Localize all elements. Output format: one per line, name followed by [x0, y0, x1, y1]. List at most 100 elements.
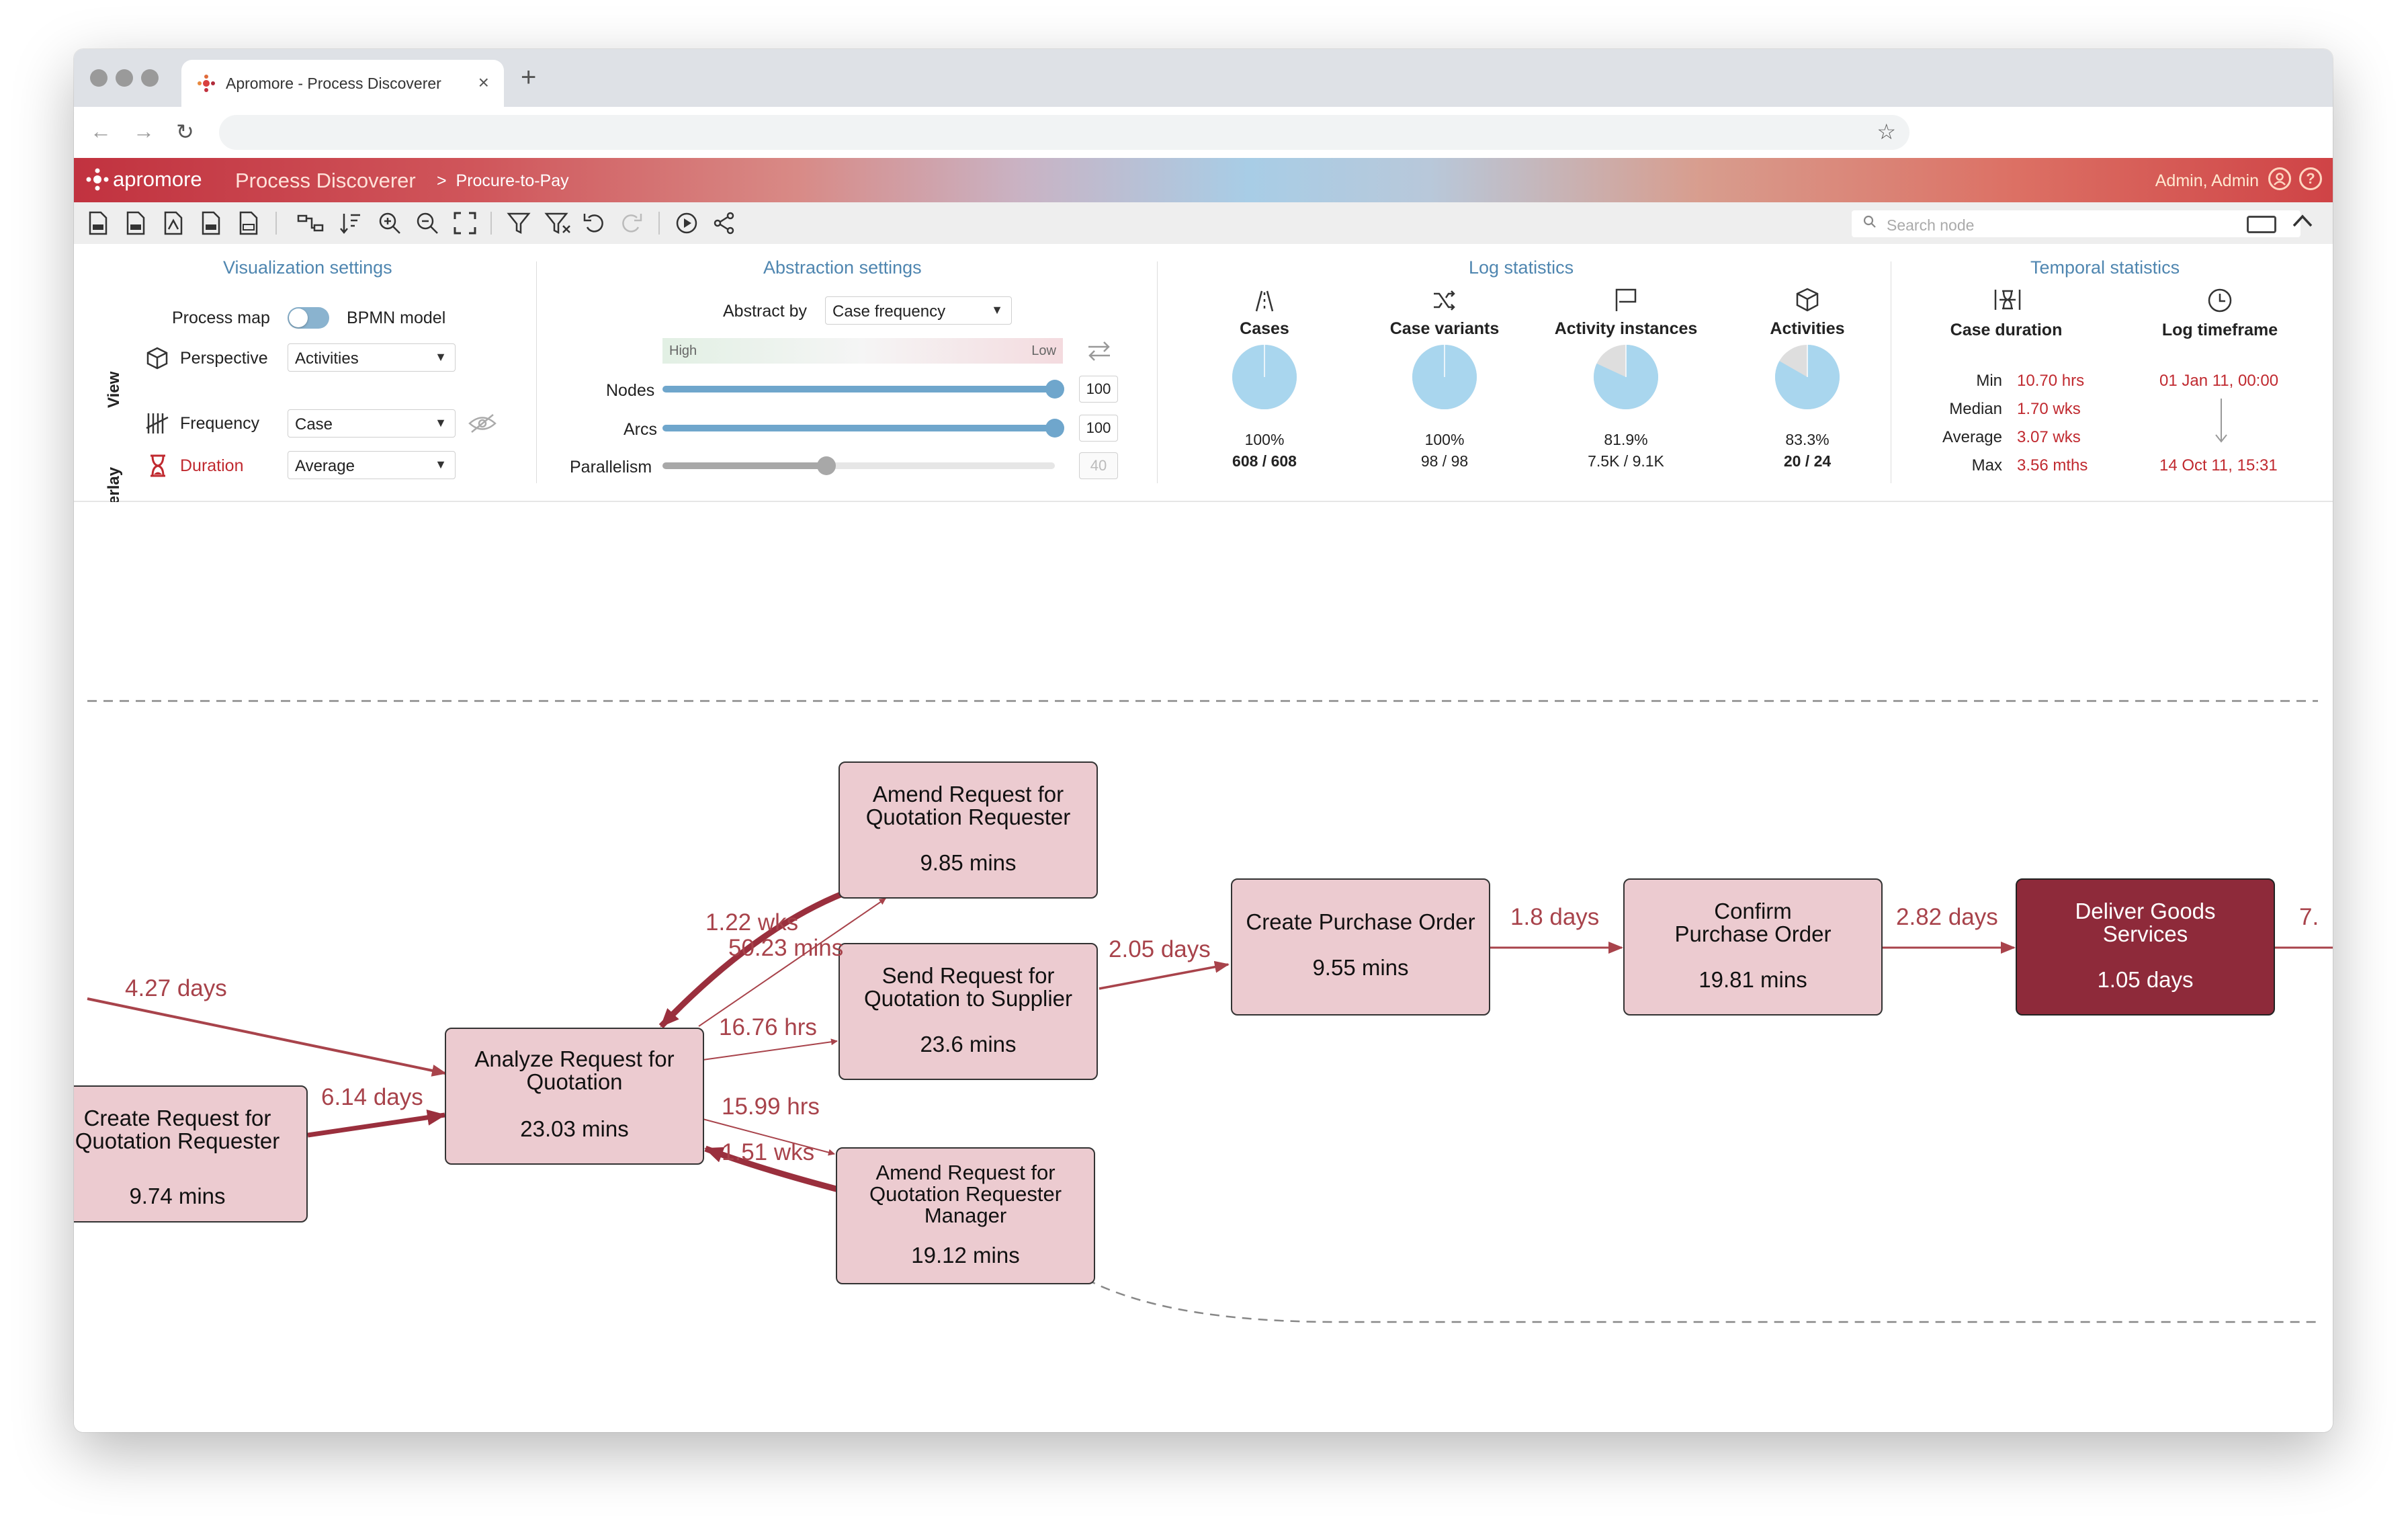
node-duration: 23.03 mins: [520, 1116, 629, 1141]
node-send-request-for-quotation-to-supplier[interactable]: Send Request for Quotation to Supplier 2…: [838, 943, 1098, 1080]
activity-instances-pie: [1594, 345, 1658, 409]
arcs-value-input[interactable]: 100: [1079, 415, 1118, 442]
duration-label[interactable]: Duration: [180, 456, 244, 475]
parallelism-label: Parallelism: [570, 458, 652, 477]
activities-count: 20 / 24: [1783, 452, 1832, 470]
case-variants-percent: 100%: [1424, 431, 1465, 448]
browser-window: Apromore - Process Discoverer × + ← → ↻ …: [74, 49, 2333, 1432]
case-variants-shuffle-icon: [1431, 288, 1458, 319]
node-analyze-request-for-quotation[interactable]: Analyze Request for Quotation 23.03 mins: [445, 1028, 704, 1165]
node-confirm-purchase-order[interactable]: Confirm Purchase Order 19.81 mins: [1623, 878, 1883, 1016]
abstract-by-value: Case frequency: [832, 302, 946, 321]
max-value: 3.56 mths: [2017, 456, 2088, 474]
bookmark-star-icon[interactable]: ☆: [1877, 120, 1896, 144]
temporal-statistics-title: Temporal statistics: [2030, 257, 2180, 278]
process-map-label[interactable]: Process map: [172, 308, 270, 327]
keyboard-shortcuts-icon[interactable]: [2247, 216, 2276, 233]
edge-6-14-days: [307, 1109, 446, 1138]
export-pdf-icon[interactable]: [160, 210, 187, 236]
forward-icon[interactable]: →: [133, 119, 155, 143]
sort-icon[interactable]: [337, 210, 364, 236]
node-create-request-for-quotation-requester[interactable]: Create Request for Quotation Requester 9…: [74, 1085, 308, 1223]
node-duration: 9.85 mins: [920, 850, 1017, 875]
export-bpmn-icon[interactable]: [235, 210, 262, 236]
user-icon[interactable]: [2268, 167, 2291, 190]
layout-icon[interactable]: [296, 210, 325, 236]
process-map-canvas[interactable]: Create Request for Quotation Requester 9…: [74, 502, 2333, 1432]
node-duration: 1.05 days: [2097, 967, 2194, 992]
redo-icon[interactable]: [618, 210, 645, 236]
edge-4-27-days: [87, 997, 447, 1077]
parallelism-value-input[interactable]: 40: [1079, 452, 1118, 479]
window-maximize-dot[interactable]: [141, 69, 159, 87]
abstract-by-label: Abstract by: [723, 302, 808, 321]
apromore-logo[interactable]: apromore: [86, 167, 202, 192]
cases-pie: [1232, 345, 1297, 409]
undo-icon[interactable]: [580, 210, 607, 236]
zoom-in-icon[interactable]: [376, 210, 403, 236]
nodes-slider-thumb[interactable]: [1045, 380, 1064, 399]
zoom-out-icon[interactable]: [414, 210, 441, 236]
node-amend-request-for-quotation-requester-manager[interactable]: Amend Request for Quotation Requester Ma…: [836, 1147, 1095, 1284]
clear-filter-icon[interactable]: [543, 210, 572, 236]
export-csv-icon[interactable]: [122, 210, 149, 236]
case-duration-icon: [1993, 287, 2022, 319]
parallelism-slider-fill[interactable]: [662, 462, 824, 469]
swap-direction-icon[interactable]: [1086, 339, 1113, 366]
node-create-purchase-order[interactable]: Create Purchase Order 9.55 mins: [1231, 878, 1490, 1016]
node-name: Create Request for Quotation Requester: [75, 1106, 280, 1153]
activity-instances-percent: 81.9%: [1604, 431, 1648, 448]
duration-select[interactable]: Average▼: [288, 451, 456, 479]
arcs-slider-thumb[interactable]: [1045, 419, 1064, 438]
reload-icon[interactable]: ↻: [176, 120, 194, 144]
activity-instances-count: 7.5K / 9.1K: [1588, 452, 1664, 470]
node-deliver-goods-services[interactable]: Deliver Goods Services 1.05 days: [2016, 878, 2275, 1016]
collapse-chevron-icon[interactable]: [2291, 209, 2314, 234]
tab-close-icon[interactable]: ×: [478, 72, 489, 93]
node-name: Amend Request for Quotation Requester: [865, 782, 1071, 829]
window-minimize-dot[interactable]: [116, 69, 133, 87]
export-log-icon[interactable]: [85, 210, 112, 236]
view-mode-toggle[interactable]: [288, 307, 329, 329]
dropdown-arrow-icon: ▼: [435, 458, 447, 471]
node-duration: 9.55 mins: [1312, 955, 1409, 980]
timeframe-end: 14 Oct 11, 15:31: [2159, 456, 2278, 474]
node-amend-request-for-quotation-requester[interactable]: Amend Request for Quotation Requester 9.…: [838, 761, 1098, 899]
animate-icon[interactable]: [673, 210, 700, 236]
bpmn-model-label[interactable]: BPMN model: [347, 308, 446, 327]
node-duration: 19.12 mins: [911, 1243, 1020, 1268]
help-icon[interactable]: ?: [2299, 167, 2322, 190]
window-close-dot[interactable]: [90, 69, 108, 87]
parallelism-slider-thumb[interactable]: [817, 456, 836, 475]
app-name: Process Discoverer: [235, 169, 416, 192]
activities-percent: 83.3%: [1785, 431, 1830, 448]
edge-label: 6.14 days: [321, 1084, 423, 1110]
hide-eye-icon[interactable]: [468, 412, 497, 438]
nodes-slider-track[interactable]: [662, 386, 1055, 392]
export-png-icon[interactable]: [198, 210, 224, 236]
fit-screen-icon[interactable]: [452, 210, 478, 236]
node-name: Deliver Goods Services: [2075, 899, 2216, 946]
perspective-select[interactable]: Activities▼: [288, 343, 456, 372]
edge-label: 2.05 days: [1109, 936, 1211, 962]
edge-label: 2.82 days: [1896, 904, 1998, 930]
url-field[interactable]: ☆: [219, 115, 1909, 150]
back-icon[interactable]: ←: [90, 119, 112, 143]
parallelism-slider-track[interactable]: [824, 462, 1055, 469]
breadcrumb-log-name[interactable]: Procure-to-Pay: [456, 171, 569, 190]
frequency-label[interactable]: Frequency: [180, 414, 260, 433]
share-icon[interactable]: [711, 210, 738, 236]
filter-icon[interactable]: [505, 210, 532, 236]
arcs-slider-track[interactable]: [662, 425, 1055, 431]
edge-15-99-hrs: [702, 1118, 835, 1156]
user-name[interactable]: Admin, Admin: [2155, 171, 2259, 190]
edge-label: 1.8 days: [1510, 904, 1600, 930]
frequency-select[interactable]: Case▼: [288, 409, 456, 438]
new-tab-icon[interactable]: +: [521, 63, 537, 92]
browser-tab[interactable]: Apromore - Process Discoverer ×: [181, 60, 504, 107]
average-label: Average: [1942, 428, 2002, 446]
search-node-input[interactable]: Search node: [1852, 210, 2300, 237]
abstract-by-select[interactable]: Case frequency▼: [825, 296, 1012, 325]
nodes-value-input[interactable]: 100: [1079, 376, 1118, 403]
edge-label: 50.23 mins: [728, 935, 844, 961]
